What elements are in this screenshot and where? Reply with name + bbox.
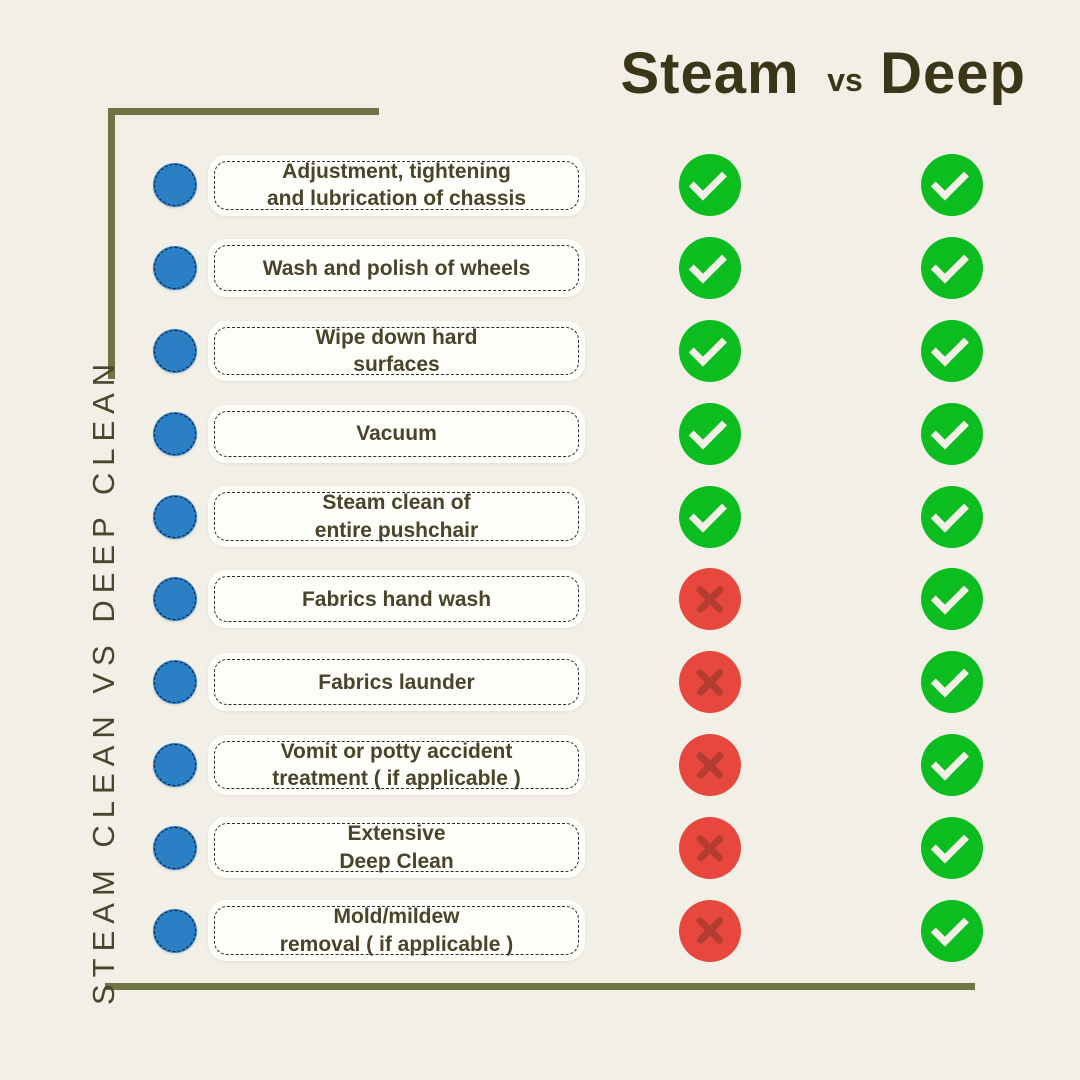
steam-status-icon: [679, 402, 741, 465]
deep-status-icon: [921, 402, 983, 465]
bullet-dot-icon: [153, 328, 197, 373]
comparison-rows: Adjustment, tightening and lubrication o…: [140, 144, 1040, 972]
deep-status-icon: [921, 899, 983, 962]
deep-status-icon: [921, 568, 983, 631]
task-label: Fabrics hand wash: [301, 587, 492, 611]
deep-status-icon: [921, 319, 983, 382]
comparison-row: Steam clean of entire pushchair: [140, 475, 1040, 558]
comparison-row: Fabrics launder: [140, 641, 1040, 724]
comparison-row: Wipe down hard surfaces: [140, 310, 1040, 393]
deep-status-icon: [921, 485, 983, 548]
task-label-box: Adjustment, tightening and lubrication o…: [208, 155, 585, 216]
task-label: Wipe down hard surfaces: [315, 325, 478, 376]
steam-status-icon: [679, 237, 741, 300]
deep-status-icon: [921, 733, 983, 796]
deep-status-icon: [921, 154, 983, 217]
comparison-row: Wash and polish of wheels: [140, 227, 1040, 310]
task-label-box: Vacuum: [208, 404, 585, 463]
task-label-box: Fabrics launder: [208, 653, 585, 712]
task-label-box: Wipe down hard surfaces: [208, 320, 585, 382]
bottom-accent-line: [105, 983, 975, 990]
deep-status-icon: [921, 651, 983, 714]
bullet-dot-icon: [153, 660, 197, 705]
task-label: Adjustment, tightening and lubrication o…: [266, 160, 527, 211]
deep-status-icon: [921, 816, 983, 879]
task-label-box: Fabrics hand wash: [208, 570, 585, 629]
task-label: Extensive Deep Clean: [339, 822, 454, 873]
comparison-row: Adjustment, tightening and lubrication o…: [140, 144, 1040, 227]
steam-status-icon: [679, 485, 741, 548]
bullet-dot-icon: [153, 908, 197, 953]
steam-status-icon: [679, 154, 741, 217]
bullet-dot-icon: [153, 577, 197, 622]
comparison-row: Vomit or potty accident treatment ( if a…: [140, 724, 1040, 807]
steam-status-icon: [679, 816, 741, 879]
vertical-side-label: STEAM CLEAN VS DEEP CLEAN: [86, 356, 121, 1005]
task-label-box: Extensive Deep Clean: [208, 817, 585, 879]
steam-status-icon: [679, 319, 741, 382]
bullet-dot-icon: [153, 411, 197, 456]
comparison-row: Extensive Deep Clean: [140, 806, 1040, 889]
task-label: Steam clean of entire pushchair: [314, 491, 479, 542]
bullet-dot-icon: [153, 825, 197, 870]
bullet-dot-icon: [153, 494, 197, 539]
steam-status-icon: [679, 733, 741, 796]
task-label-box: Steam clean of entire pushchair: [208, 486, 585, 547]
task-label: Vacuum: [356, 422, 437, 446]
corner-accent-line: [108, 108, 379, 379]
task-label: Wash and polish of wheels: [262, 256, 531, 280]
steam-status-icon: [679, 568, 741, 631]
task-label-box: Wash and polish of wheels: [208, 239, 585, 298]
title-deep: Deep: [880, 41, 1026, 106]
title-steam: Steam: [620, 41, 800, 106]
task-label-box: Mold/mildew removal ( if applicable ): [208, 900, 585, 961]
bullet-dot-icon: [153, 163, 197, 208]
task-label: Fabrics launder: [318, 670, 475, 694]
title-vs: vs: [827, 62, 863, 98]
bullet-dot-icon: [153, 742, 197, 787]
steam-status-icon: [679, 899, 741, 962]
task-label-box: Vomit or potty accident treatment ( if a…: [208, 734, 585, 796]
comparison-row: Vacuum: [140, 392, 1040, 475]
bullet-dot-icon: [153, 246, 197, 291]
steam-status-icon: [679, 651, 741, 714]
deep-status-icon: [921, 237, 983, 300]
comparison-row: Mold/mildew removal ( if applicable ): [140, 889, 1040, 972]
task-label: Vomit or potty accident treatment ( if a…: [272, 739, 521, 790]
task-label: Mold/mildew removal ( if applicable ): [279, 905, 514, 956]
comparison-row: Fabrics hand wash: [140, 558, 1040, 641]
